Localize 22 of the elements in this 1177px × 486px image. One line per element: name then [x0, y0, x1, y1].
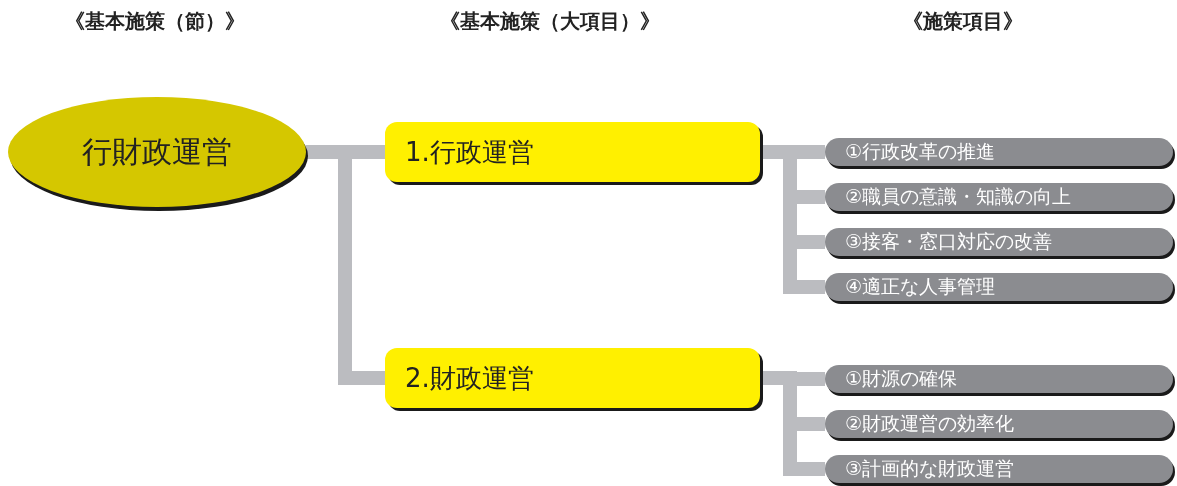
column-heading: 《基本施策（節）》: [65, 8, 245, 35]
node-label: ③計画的な財政運営: [845, 456, 1015, 481]
item-pill: [825, 365, 1173, 393]
node-label: ②職員の意識・知識の向上: [845, 184, 1072, 209]
node-label: 2.財政運営: [405, 361, 534, 395]
node-label: ③接客・窓口対応の改善: [845, 229, 1053, 254]
item-pill: [825, 455, 1173, 483]
node-label: ②財政運営の効率化: [845, 411, 1015, 436]
column-heading: 《基本施策（大項目）》: [440, 8, 660, 35]
column-heading: 《施策項目》: [903, 8, 1023, 35]
node-label: ④適正な人事管理: [845, 274, 996, 299]
item-pill: [825, 410, 1173, 438]
item-pill: [825, 183, 1173, 211]
category-box: [385, 348, 760, 408]
node-label: 行財政運営: [82, 132, 232, 171]
item-pill: [825, 228, 1173, 256]
category-box: [385, 122, 760, 182]
node-label: ①財源の確保: [845, 366, 958, 391]
node-label: ①行政改革の推進: [845, 139, 996, 164]
node-label: 1.行政運営: [405, 135, 534, 169]
item-pill: [825, 273, 1173, 301]
item-pill: [825, 138, 1173, 166]
